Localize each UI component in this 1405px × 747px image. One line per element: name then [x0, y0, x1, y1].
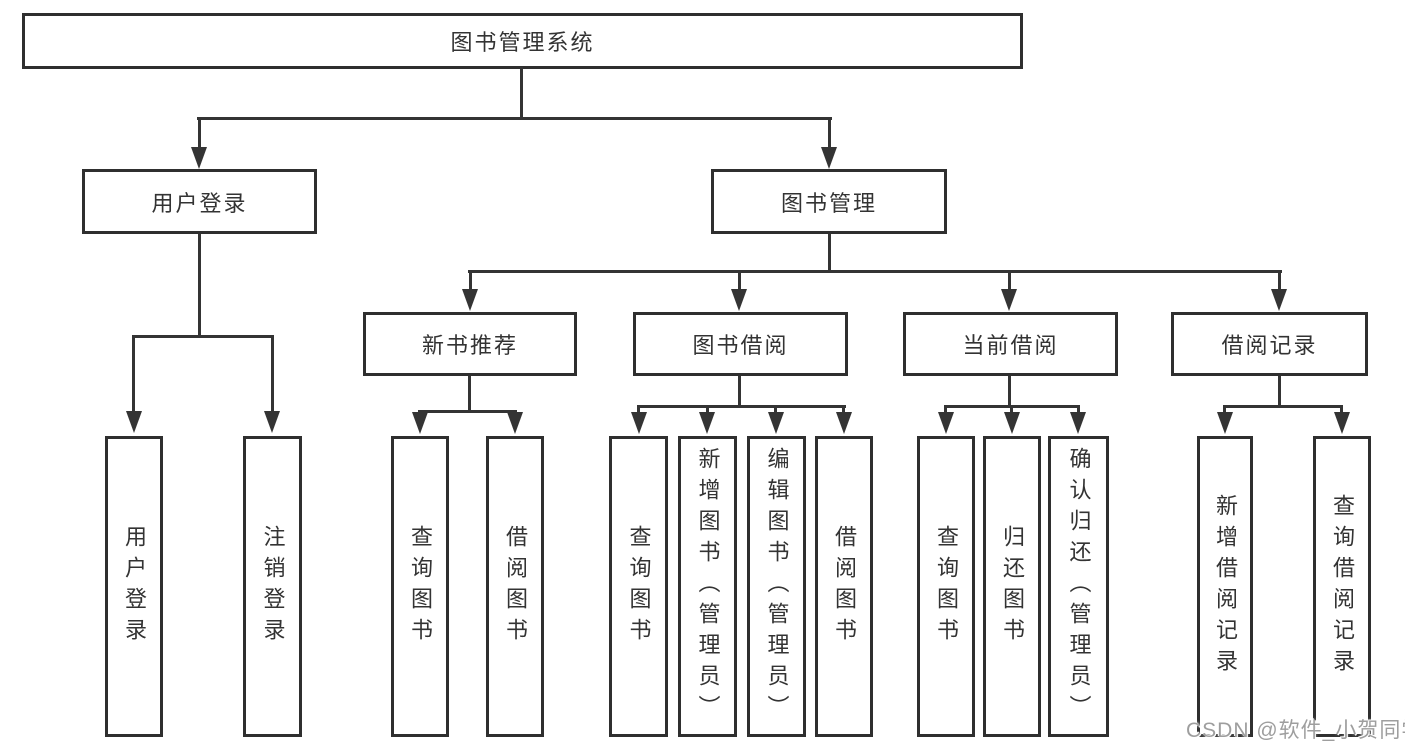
leaf-logout-label: 注销登录 — [260, 524, 286, 649]
connector-leaf-shaft — [132, 335, 135, 412]
connector-l3-shaft — [1278, 270, 1281, 291]
leaf-edit-book-admin: 编辑图书（管理员） — [747, 436, 806, 737]
connector-leaf-shaft — [944, 405, 947, 414]
connector-root-horizontal — [197, 117, 832, 120]
node-user-login: 用户登录 — [82, 169, 317, 234]
arrow-down-icon — [699, 412, 715, 434]
connector-borrow-stem — [738, 376, 741, 407]
leaf-add-borrow-record: 新增借阅记录 — [1197, 436, 1253, 737]
leaf-confirm-return-admin: 确认归还（管理员） — [1048, 436, 1109, 737]
leaf-borrow-books-label: 借阅图书 — [832, 524, 857, 649]
connector-records-stem — [1278, 376, 1281, 407]
connector-l3-shaft — [738, 270, 741, 291]
node-book-management: 图书管理 — [711, 169, 947, 234]
leaf-query-borrow-record-label: 查询借阅记录 — [1330, 493, 1355, 680]
connector-leaf-shaft — [774, 405, 777, 414]
leaf-edit-book-admin-label: 编辑图书（管理员） — [764, 447, 790, 726]
arrow-down-icon — [1070, 412, 1086, 434]
arrow-down-icon — [836, 412, 852, 434]
node-current-borrow: 当前借阅 — [903, 312, 1118, 376]
node-user-login-label: 用户登录 — [151, 190, 248, 216]
arrow-down-icon — [631, 412, 647, 434]
leaf-query-books-current-label: 查询图书 — [934, 524, 959, 649]
connector-user-login-split — [132, 335, 274, 338]
arrow-down-icon — [126, 411, 142, 433]
connector-leaf-shaft — [637, 405, 640, 414]
arrow-down-icon — [462, 289, 478, 311]
connector-recommend-split — [418, 410, 517, 413]
connector-borrow-split — [637, 405, 846, 408]
node-new-book-recommend-label: 新书推荐 — [421, 333, 518, 358]
connector-l3-shaft — [1008, 270, 1011, 291]
leaf-return-books-label: 归还图书 — [1000, 524, 1025, 649]
leaf-return-books: 归还图书 — [983, 436, 1041, 737]
node-library-system: 图书管理系统 — [22, 13, 1023, 69]
connector-root-stem — [520, 67, 523, 119]
connector-user-login-stem — [198, 234, 201, 337]
node-current-borrow-label: 当前借阅 — [962, 333, 1059, 358]
connector-leaf-shaft — [706, 405, 709, 414]
leaf-query-borrow-record: 查询借阅记录 — [1313, 436, 1371, 737]
leaf-logout: 注销登录 — [243, 436, 302, 737]
connector-recommend-stem — [468, 376, 471, 412]
leaf-borrow-books-recommend: 借阅图书 — [486, 436, 544, 737]
connector-leaf-shaft — [1010, 405, 1013, 414]
connector-leaf-shaft — [1077, 405, 1080, 414]
connector-records-split — [1223, 405, 1343, 408]
leaf-user-login: 用户登录 — [105, 436, 163, 737]
connector-l3-shaft — [469, 270, 472, 291]
connector-level3-horizontal — [468, 270, 1282, 273]
node-borrow-records-label: 借阅记录 — [1221, 333, 1318, 358]
connector-leaf-shaft — [1223, 405, 1226, 414]
arrow-down-icon — [821, 147, 837, 169]
connector-leaf-shaft — [271, 335, 274, 412]
connector-book-mgmt-shaft — [828, 117, 831, 150]
arrow-down-icon — [938, 412, 954, 434]
arrow-down-icon — [768, 412, 784, 434]
node-book-borrow: 图书借阅 — [633, 312, 848, 376]
connector-user-login-shaft — [198, 117, 201, 150]
leaf-query-books-borrow: 查询图书 — [609, 436, 668, 737]
node-book-borrow-label: 图书借阅 — [692, 333, 789, 358]
arrow-down-icon — [507, 412, 523, 434]
leaf-add-book-admin-label: 新增图书（管理员） — [695, 447, 721, 726]
arrow-down-icon — [1217, 412, 1233, 434]
arrow-down-icon — [1334, 412, 1350, 434]
node-borrow-records: 借阅记录 — [1171, 312, 1368, 376]
connector-leaf-shaft — [842, 405, 845, 414]
arrow-down-icon — [731, 289, 747, 311]
leaf-query-books-current: 查询图书 — [917, 436, 975, 737]
arrow-down-icon — [191, 147, 207, 169]
node-book-management-label: 图书管理 — [780, 190, 877, 216]
connector-book-mgmt-stem — [828, 234, 831, 272]
leaf-confirm-return-admin-label: 确认归还（管理员） — [1066, 447, 1092, 726]
arrow-down-icon — [1004, 412, 1020, 434]
connector-leaf-shaft — [1340, 405, 1343, 414]
connector-current-stem — [1008, 376, 1011, 407]
node-new-book-recommend: 新书推荐 — [363, 312, 577, 376]
leaf-query-books-borrow-label: 查询图书 — [626, 524, 652, 649]
arrow-down-icon — [1001, 289, 1017, 311]
leaf-user-login-label: 用户登录 — [122, 524, 147, 649]
leaf-query-books-recommend-label: 查询图书 — [408, 524, 433, 649]
leaf-add-borrow-record-label: 新增借阅记录 — [1213, 493, 1238, 680]
arrow-down-icon — [412, 412, 428, 434]
arrow-down-icon — [1271, 289, 1287, 311]
leaf-borrow-books-recommend-label: 借阅图书 — [503, 524, 528, 649]
arrow-down-icon — [264, 411, 280, 433]
leaf-borrow-books: 借阅图书 — [815, 436, 873, 737]
leaf-add-book-admin: 新增图书（管理员） — [678, 436, 737, 737]
csdn-watermark: CSDN @软件_小贺同学 — [1186, 719, 1405, 742]
node-library-system-label: 图书管理系统 — [450, 30, 595, 55]
leaf-query-books-recommend: 查询图书 — [391, 436, 449, 737]
